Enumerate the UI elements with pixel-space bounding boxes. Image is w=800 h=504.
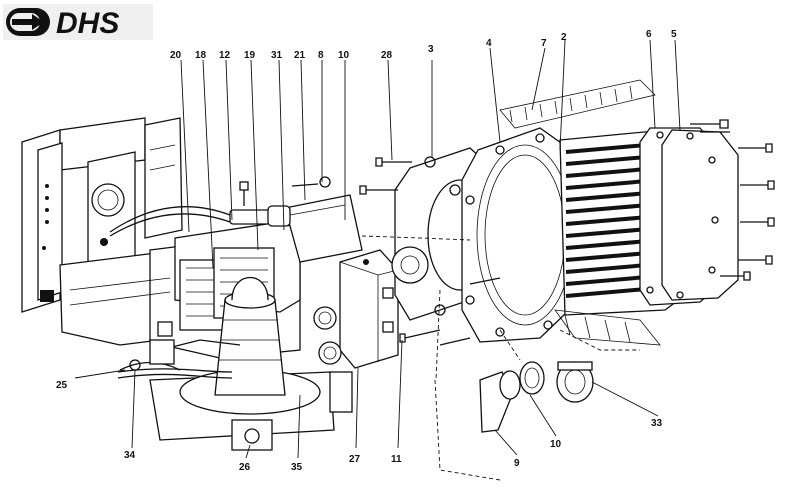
callout-34: 34 bbox=[124, 450, 136, 461]
nozzle-elbow bbox=[479, 361, 545, 433]
callout-12: 12 bbox=[219, 50, 231, 61]
callout-21: 21 bbox=[294, 50, 306, 61]
logo-mark-icon bbox=[6, 8, 50, 36]
callout-25: 25 bbox=[56, 380, 68, 391]
turbulator-sheet bbox=[499, 79, 661, 346]
callout-31: 31 bbox=[271, 50, 283, 61]
callout-10-bottom: 10 bbox=[550, 439, 562, 450]
fastener-bolts bbox=[291, 119, 775, 346]
dhs-logo: DHS bbox=[3, 4, 153, 40]
rear-flange-plates bbox=[639, 127, 739, 306]
sight-glass-plug bbox=[556, 361, 594, 403]
callout-2: 2 bbox=[561, 32, 567, 43]
callout-10-top: 10 bbox=[338, 50, 350, 61]
callout-8: 8 bbox=[318, 50, 324, 61]
callout-28: 28 bbox=[381, 50, 393, 61]
projection-lines bbox=[361, 235, 640, 481]
callout-7: 7 bbox=[541, 38, 547, 49]
control-box bbox=[21, 117, 183, 313]
callout-19: 19 bbox=[244, 50, 256, 61]
fuel-lines bbox=[117, 321, 241, 379]
ignition-cable bbox=[109, 181, 291, 237]
callout-3: 3 bbox=[428, 44, 434, 55]
callout-5: 5 bbox=[671, 29, 677, 40]
callout-33: 33 bbox=[651, 418, 663, 429]
callout-labels: 20 18 12 19 31 21 8 10 28 3 4 7 2 6 5 25… bbox=[56, 29, 677, 473]
burner-motor bbox=[119, 276, 353, 451]
callout-27: 27 bbox=[349, 454, 361, 465]
callout-20: 20 bbox=[170, 50, 182, 61]
leader-lines bbox=[74, 39, 681, 459]
callout-4: 4 bbox=[486, 38, 492, 49]
callout-26: 26 bbox=[239, 462, 251, 473]
callout-35: 35 bbox=[291, 462, 303, 473]
callout-9: 9 bbox=[514, 458, 520, 469]
callout-6: 6 bbox=[646, 29, 652, 40]
callout-18: 18 bbox=[195, 50, 207, 61]
pump-block bbox=[313, 249, 399, 369]
callout-11: 11 bbox=[391, 454, 402, 465]
logo-text: DHS bbox=[56, 7, 119, 40]
